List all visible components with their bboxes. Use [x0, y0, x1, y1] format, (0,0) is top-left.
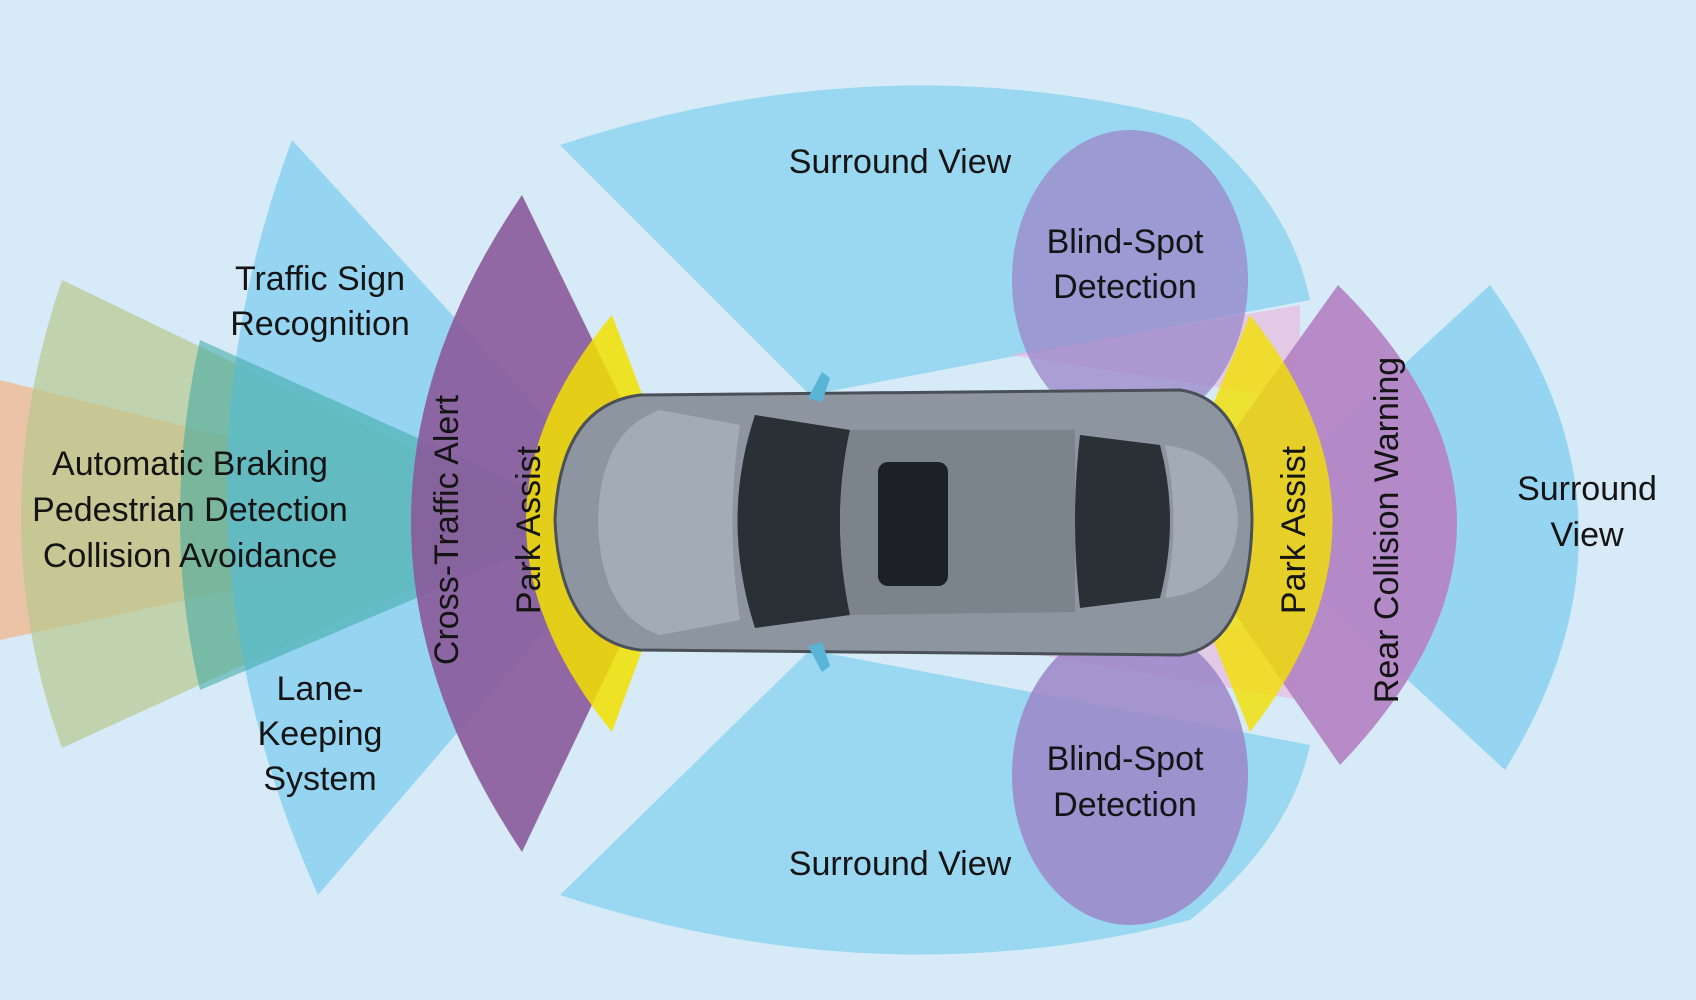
label-rear-collision: Rear Collision Warning — [1368, 357, 1406, 703]
label-surround-view-rear-line1: Surround — [1517, 470, 1657, 508]
label-blind-spot-top-line1: Blind-Spot — [1047, 223, 1204, 261]
label-park-assist-front: Park Assist — [510, 445, 548, 614]
blind-spot-top-zone — [1012, 130, 1248, 430]
car-trunk — [1165, 445, 1238, 598]
label-surround-view-top: Surround View — [789, 143, 1012, 181]
label-surround-view-rear-line2: View — [1550, 516, 1624, 554]
car-windshield — [737, 415, 850, 628]
label-cross-traffic: Cross-Traffic Alert — [428, 394, 466, 665]
label-lane-line1: Lane- — [277, 670, 364, 708]
blind-spot-bottom-zone — [1012, 625, 1248, 925]
label-traffic-sign-line2: Recognition — [230, 305, 410, 343]
label-braking-line1: Automatic Braking — [52, 445, 328, 483]
label-blind-spot-bottom-line1: Blind-Spot — [1047, 740, 1204, 778]
car-mirror-bottom — [808, 642, 830, 672]
label-lane-line3: System — [263, 760, 376, 798]
label-lane-line2: Keeping — [258, 715, 383, 753]
label-traffic-sign-line1: Traffic Sign — [235, 260, 405, 298]
label-park-assist-rear: Park Assist — [1275, 445, 1313, 614]
label-surround-view-bottom: Surround View — [789, 845, 1012, 883]
car-sunroof — [878, 462, 948, 586]
car-mirror-top — [808, 372, 830, 402]
label-blind-spot-top-line2: Detection — [1053, 268, 1197, 306]
car-roof — [840, 430, 1075, 615]
label-braking-line3: Collision Avoidance — [43, 537, 337, 575]
front-camera-overlap-zone — [180, 340, 600, 690]
car-rear-window — [1075, 435, 1170, 608]
label-braking-line2: Pedestrian Detection — [32, 491, 348, 529]
car-hood — [598, 410, 740, 635]
label-blind-spot-bottom-line2: Detection — [1053, 786, 1197, 824]
car-top-view — [553, 372, 1254, 672]
